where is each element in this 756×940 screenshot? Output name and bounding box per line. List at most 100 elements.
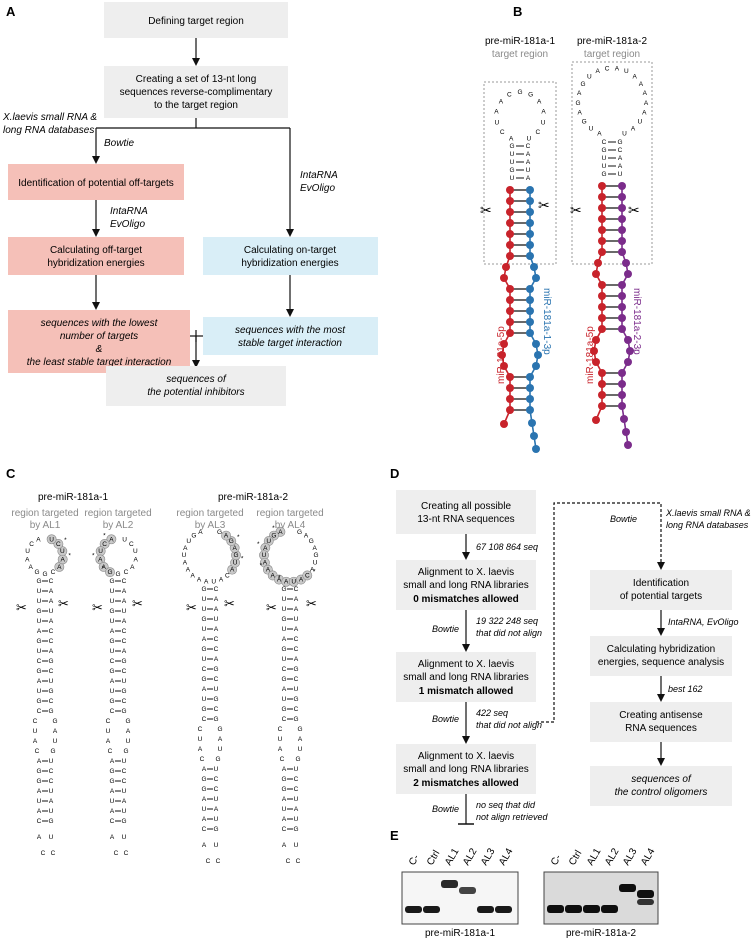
nucleotide: U xyxy=(291,579,296,586)
nucleotide: U xyxy=(110,618,115,625)
nucleotide: C xyxy=(214,776,219,783)
db-label-line1: X.laevis small RNA & xyxy=(2,112,97,123)
nucleotide: A xyxy=(632,74,637,81)
nucleotide: U xyxy=(214,842,219,849)
nucleotide-bead xyxy=(598,204,606,212)
nucleotide: A xyxy=(298,736,303,743)
nucleotide: A xyxy=(631,126,636,133)
nucleotide: C xyxy=(214,636,219,643)
nucleotide: A xyxy=(198,746,203,753)
nucleotide-bead xyxy=(626,347,634,355)
nucleotide: A xyxy=(615,65,620,72)
nucleotide-bead xyxy=(598,369,606,377)
nucleotide: A xyxy=(134,556,139,563)
nucleotide: A xyxy=(494,109,499,116)
nucleotide: U xyxy=(495,119,500,126)
targeted-nucleotide xyxy=(98,561,109,572)
nucleotide: C xyxy=(110,708,115,715)
nucleotide-bead xyxy=(618,314,626,322)
nucleotide: A xyxy=(219,577,224,584)
nucleotide-bead xyxy=(526,285,534,293)
mismatch-star: * xyxy=(237,534,240,541)
nucleotide: C xyxy=(49,768,54,775)
nucleotide-bead xyxy=(532,445,540,453)
scissors-icon: ✂ xyxy=(132,596,143,611)
nucleotide-bead xyxy=(618,237,626,245)
nucleotide: U xyxy=(37,598,42,605)
box-most-stable xyxy=(203,317,378,355)
nucleotide-bead xyxy=(592,270,600,278)
nucleotide-bead xyxy=(598,303,606,311)
box-id-line2: of potential targets xyxy=(620,591,702,602)
nucleotide: U xyxy=(37,648,42,655)
nucleotide: U xyxy=(266,538,271,545)
lane-label: AL1 xyxy=(585,846,604,867)
nucleotide: G xyxy=(201,786,206,793)
lane-label: C- xyxy=(407,853,422,868)
nucleotide: C xyxy=(122,638,127,645)
nucleotide: U xyxy=(587,74,592,81)
nucleotide: A xyxy=(263,545,268,552)
nucleotide: A xyxy=(183,560,188,567)
nucleotide: U xyxy=(294,616,299,623)
nucleotide: G xyxy=(115,571,120,578)
nucleotide: C xyxy=(122,578,127,585)
nucleotide: U xyxy=(37,618,42,625)
nucleotide: G xyxy=(121,658,126,665)
nucleotide: G xyxy=(233,552,238,559)
nucleotide: C xyxy=(41,850,46,857)
box-all-seq-line1: Creating all possible xyxy=(421,501,511,512)
evoligo-label-right: EvOligo xyxy=(300,183,335,194)
nucleotide: G xyxy=(293,666,298,673)
box-ontarget-energy xyxy=(203,237,378,275)
nucleotide-bead xyxy=(618,369,626,377)
nucleotide: G xyxy=(213,666,218,673)
nucleotide: A xyxy=(33,738,38,745)
nucleotide: U xyxy=(589,126,594,133)
nucleotide: A xyxy=(126,728,131,735)
nucleotide: U xyxy=(110,648,115,655)
mismatch-star: * xyxy=(260,563,263,570)
nucleotide: C xyxy=(206,858,211,865)
intarna-label-right: IntaRNA xyxy=(300,170,338,181)
nucleotide: U xyxy=(98,548,103,555)
nucleotide: A xyxy=(49,798,54,805)
nucleotide: C xyxy=(214,646,219,653)
nucleotide: C xyxy=(214,706,219,713)
nucleotide: A xyxy=(294,806,299,813)
nucleotide: C xyxy=(49,628,54,635)
nucleotide-bead xyxy=(622,259,630,267)
nucleotide-bead xyxy=(598,215,606,223)
nucleotide-bead xyxy=(592,336,600,344)
nucleotide: A xyxy=(130,564,135,571)
nucleotide: C xyxy=(114,850,119,857)
nucleotide: U xyxy=(637,119,642,126)
box-antisense-line1: Creating antisense xyxy=(619,710,703,721)
nucleotide-bead xyxy=(534,351,542,359)
nucleotide: A xyxy=(183,545,188,552)
nucleotide-bead xyxy=(526,219,534,227)
nucleotide: G xyxy=(309,538,314,545)
nucleotide: G xyxy=(297,529,302,536)
nucleotide-bead xyxy=(624,336,632,344)
nucleotide: A xyxy=(282,842,287,849)
box-hyb-line2: energies, sequence analysis xyxy=(598,657,724,668)
nucleotide-bead xyxy=(506,208,514,216)
best-162: best 162 xyxy=(668,684,703,694)
nucleotide: U xyxy=(110,688,115,695)
panel-label-a: A xyxy=(6,4,16,19)
nucleotide: U xyxy=(211,579,216,586)
al4-label-line2: by AL4 xyxy=(275,520,306,531)
nucleotide: G xyxy=(215,756,220,763)
lane-label: Ctrl xyxy=(567,849,584,868)
nucleotide: A xyxy=(197,577,202,584)
scissors-icon: ✂ xyxy=(266,600,277,615)
nucleotide: G xyxy=(601,147,606,154)
nucleotide: C xyxy=(294,786,299,793)
nucleotide: U xyxy=(602,163,607,170)
nucleotide: C xyxy=(49,698,54,705)
